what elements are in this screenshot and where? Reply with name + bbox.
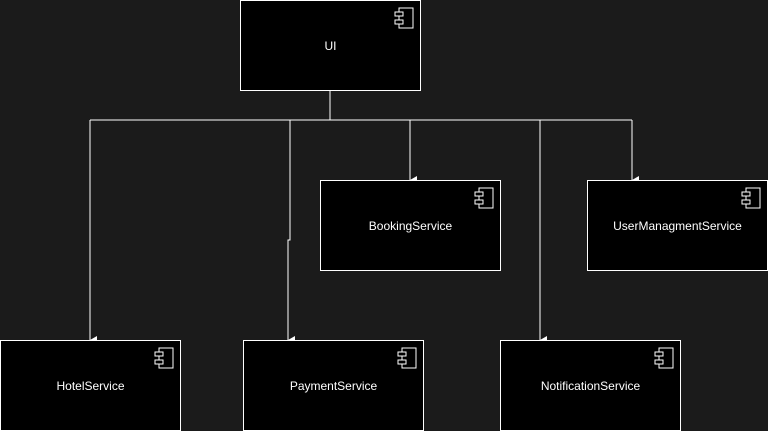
connector-to-payment-service [287, 120, 295, 344]
component-icon [741, 187, 761, 209]
booking-service-component[interactable]: BookingService [320, 180, 501, 271]
payment-service-label: PaymentService [289, 378, 378, 393]
hotel-service-component[interactable]: HotelService [0, 340, 181, 431]
ui-component[interactable]: UI [240, 0, 421, 91]
hotel-service-label: HotelService [56, 378, 125, 393]
notification-service-label: NotificationService [540, 378, 641, 393]
component-icon [397, 347, 417, 369]
ui-component-label: UI [324, 38, 337, 53]
booking-service-label: BookingService [368, 218, 453, 233]
user-management-service-component[interactable]: UserManagmentService [587, 180, 768, 271]
component-icon [154, 347, 174, 369]
component-icon [394, 7, 414, 29]
notification-service-component[interactable]: NotificationService [500, 340, 681, 431]
component-icon [474, 187, 494, 209]
payment-service-component[interactable]: PaymentService [243, 340, 424, 431]
component-icon [654, 347, 674, 369]
user-management-service-label: UserManagmentService [613, 218, 742, 233]
